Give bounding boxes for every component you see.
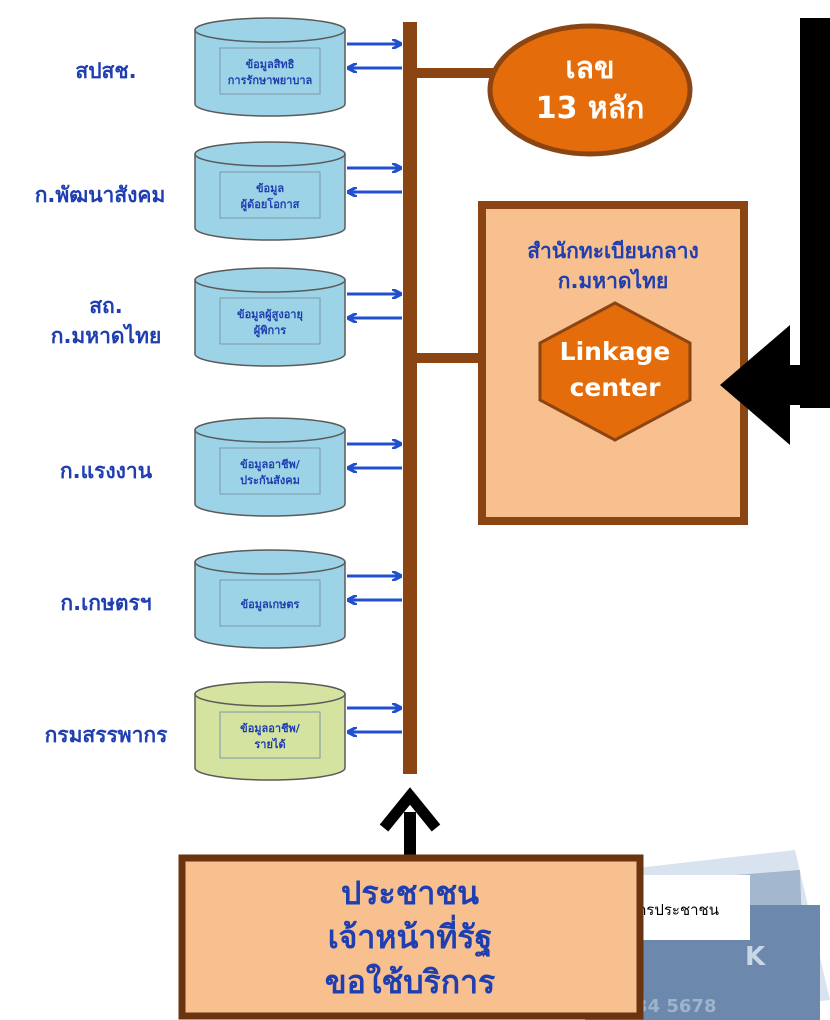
- agency-row: ข้อมูลผู้ด้อยโอกาส ก.พัฒนาสังคม: [35, 141, 402, 241]
- database-label: รายได้: [254, 737, 285, 751]
- agency-row: ข้อมูลอาชีพ/ประกันสังคม ก.แรงงาน: [60, 417, 402, 517]
- database-label: ข้อมูลเกษตร: [241, 598, 300, 612]
- database-cylinder-top: [194, 141, 346, 167]
- database-label: ข้อมูลผู้สูงอายุ: [237, 308, 303, 322]
- database-cylinder: [194, 279, 346, 367]
- database-cylinder: [194, 29, 346, 117]
- id-number-oval: เลข 13 หลัก: [487, 23, 693, 157]
- oval-line1: เลข: [565, 51, 614, 86]
- database-label: การรักษาพยาบาล: [228, 74, 313, 87]
- registry-connector: [417, 353, 482, 363]
- agency-label: ก.พัฒนาสังคม: [35, 183, 166, 207]
- database-label-box: [219, 47, 321, 95]
- agency-row: ข้อมูลผู้สูงอายุผู้พิการ สถ. ก.มหาดไทย: [51, 267, 402, 367]
- hex-line2: center: [570, 373, 661, 402]
- service-line3: ขอใช้บริการ: [325, 963, 495, 1001]
- database-label-box: [219, 711, 321, 759]
- agency-rows: ข้อมูลสิทธิการรักษาพยาบาล สปสช. ข้อมูลผู้ด…: [35, 17, 402, 781]
- agency-label: ก.เกษตรฯ: [60, 591, 151, 615]
- service-line1: ประชาชน: [341, 874, 479, 912]
- service-request-box: ประชาชน เจ้าหน้าที่รัฐ ขอใช้บริการ: [178, 854, 644, 1020]
- id-card-label: บัตรประชาชน: [627, 901, 719, 919]
- database-cylinder: [194, 693, 346, 781]
- svg-text:K: K: [745, 942, 766, 972]
- black-return-arrow: [720, 18, 830, 445]
- vertical-bus: [403, 22, 417, 774]
- linkage-center-hexagon: [538, 301, 692, 442]
- registry-title-line1: สำนักทะเบียนกลาง: [527, 239, 699, 263]
- database-cylinder-top: [194, 17, 346, 43]
- service-line2: เจ้าหน้าที่รัฐ: [328, 914, 493, 958]
- database-label: ข้อมูลอาชีพ/: [240, 458, 301, 472]
- database-label: ข้อมูล: [256, 182, 284, 196]
- database-label: ผู้พิการ: [254, 324, 287, 338]
- database-label-box: [219, 171, 321, 219]
- agency-label: กรมสรรพากร: [45, 723, 169, 747]
- hex-line1: Linkage: [560, 337, 671, 366]
- agency-label: ก.มหาดไทย: [51, 323, 162, 348]
- database-cylinder-top: [194, 549, 346, 575]
- database-label-box: [219, 579, 321, 627]
- database-cylinder: [194, 153, 346, 241]
- agency-label: ก.แรงงาน: [60, 459, 153, 483]
- central-registry-box: สำนักทะเบียนกลาง ก.มหาดไทย Linkage cente…: [478, 201, 748, 525]
- database-label-box: [219, 447, 321, 495]
- agency-row: ข้อมูลเกษตร ก.เกษตรฯ: [60, 549, 402, 649]
- registry-title-line2: ก.มหาดไทย: [558, 268, 669, 293]
- database-label: ประกันสังคม: [240, 474, 300, 487]
- database-label-box: [219, 297, 321, 345]
- database-cylinder-top: [194, 267, 346, 293]
- database-cylinder-top: [194, 681, 346, 707]
- agency-row: ข้อมูลสิทธิการรักษาพยาบาล สปสช.: [75, 17, 402, 117]
- agency-row: ข้อมูลอาชีพ/รายได้ กรมสรรพากร: [45, 681, 402, 781]
- agency-label: สปสช.: [75, 59, 136, 83]
- database-cylinder: [194, 429, 346, 517]
- database-label: ผู้ด้อยโอกาส: [241, 197, 300, 212]
- oval-connector: [417, 68, 497, 78]
- database-label: ข้อมูลสิทธิ: [246, 58, 295, 72]
- agency-label: สถ.: [89, 294, 123, 318]
- database-label: ข้อมูลอาชีพ/: [240, 722, 301, 736]
- database-cylinder-top: [194, 417, 346, 443]
- oval-line2: 13 หลัก: [536, 91, 645, 126]
- up-arrow: [379, 787, 441, 858]
